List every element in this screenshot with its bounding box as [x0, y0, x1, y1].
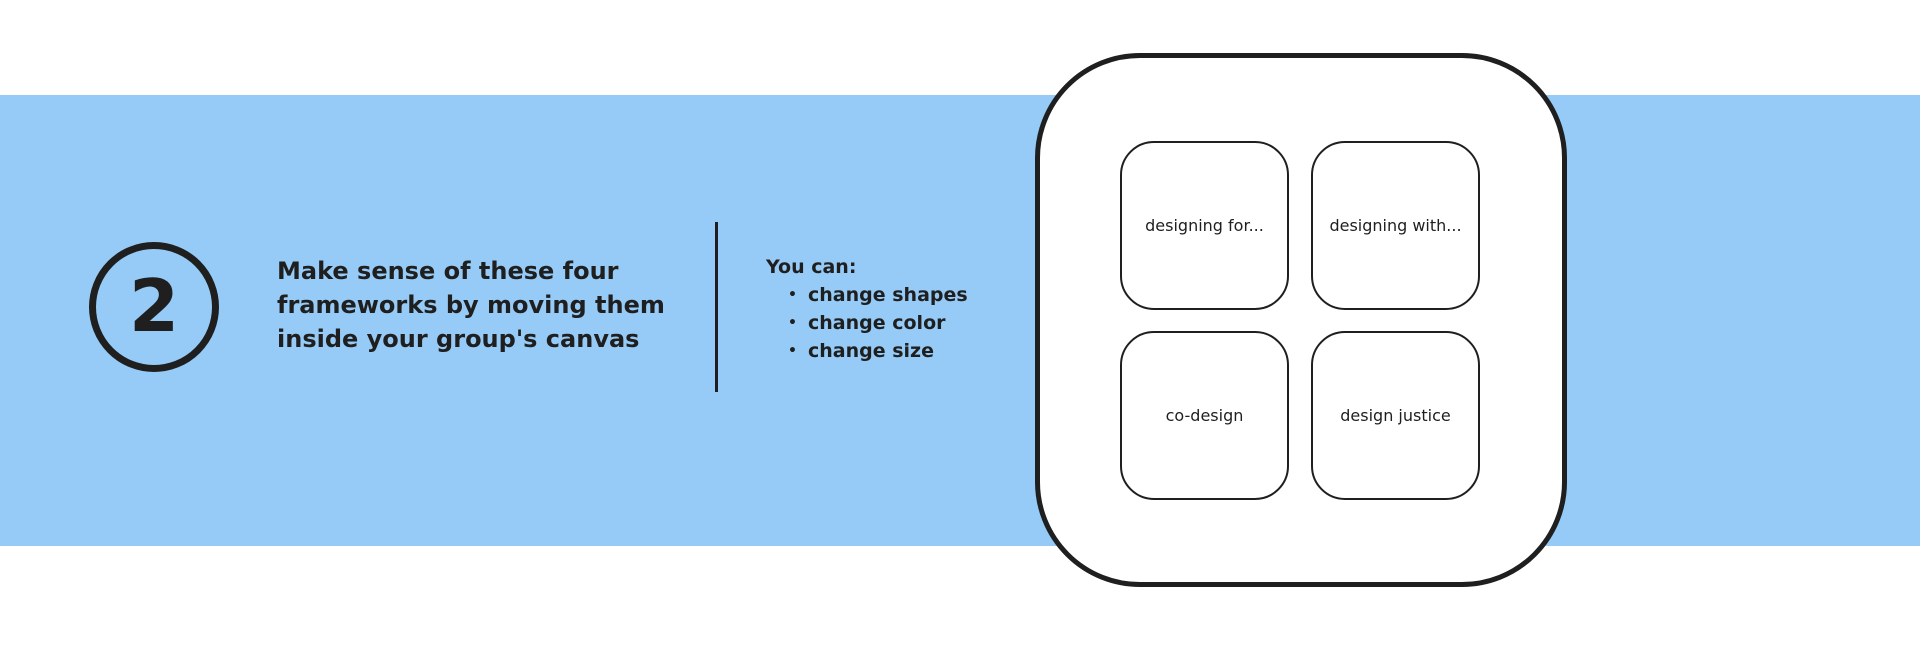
instruction-line: frameworks by moving them [277, 291, 665, 319]
bullet-icon: • [788, 287, 797, 303]
option-label: change size [808, 340, 935, 362]
bullet-icon: • [788, 315, 797, 331]
list-item: • change color [788, 309, 968, 337]
step-number: 2 [128, 264, 180, 348]
options-panel: You can: • change shapes • change color • c… [766, 253, 968, 365]
group-canvas[interactable]: designing for... designing with... co-de… [1035, 53, 1567, 587]
card-designing-for[interactable]: designing for... [1120, 141, 1289, 310]
instruction-line: inside your group's canvas [277, 325, 640, 353]
card-designing-with[interactable]: designing with... [1311, 141, 1480, 310]
step-number-badge: 2 [89, 242, 219, 372]
option-label: change shapes [808, 284, 968, 306]
step-instruction: Make sense of these four frameworks by m… [277, 254, 667, 356]
instruction-band [0, 95, 1920, 546]
bullet-icon: • [788, 343, 797, 359]
option-label: change color [808, 312, 946, 334]
card-co-design[interactable]: co-design [1120, 331, 1289, 500]
list-item: • change shapes [788, 281, 968, 309]
card-design-justice[interactable]: design justice [1311, 331, 1480, 500]
options-list: • change shapes • change color • change siz… [766, 281, 968, 365]
vertical-divider [715, 222, 718, 392]
options-title: You can: [766, 256, 857, 278]
list-item: • change size [788, 337, 968, 365]
instruction-line: Make sense of these four [277, 257, 619, 285]
